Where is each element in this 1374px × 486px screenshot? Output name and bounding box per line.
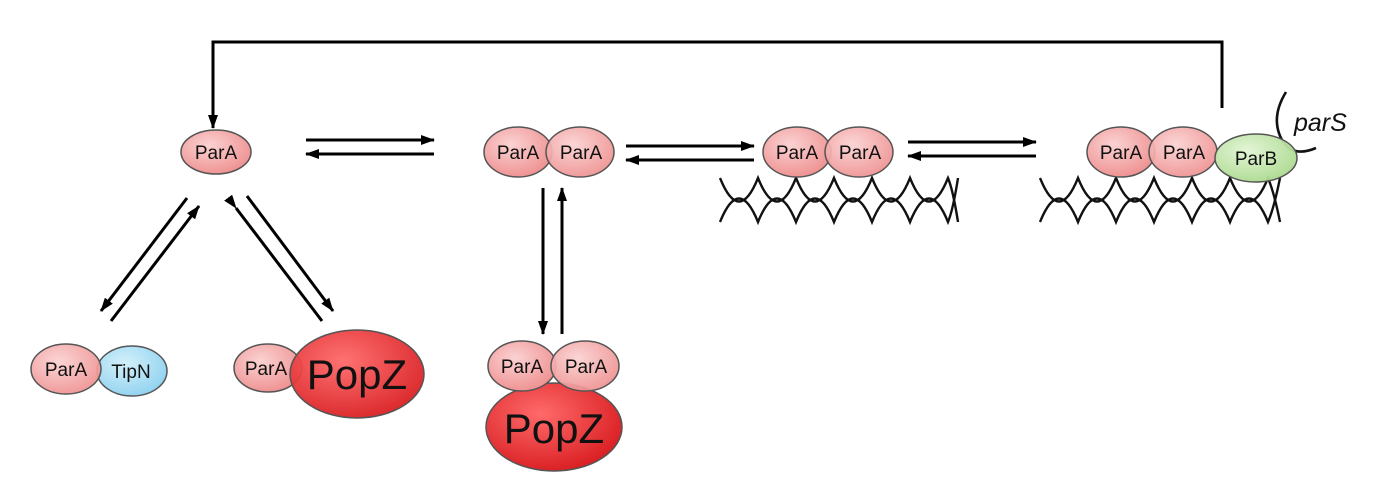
feedback-loop-arrow bbox=[208, 40, 1224, 129]
equilibrium-para-tipn bbox=[99, 197, 201, 322]
equilibrium-dna-parb bbox=[907, 137, 1037, 161]
para-label: ParA bbox=[1100, 143, 1143, 164]
para-label: ParA bbox=[1163, 143, 1206, 164]
para-label: ParA bbox=[839, 143, 882, 164]
dna-helix bbox=[718, 174, 960, 226]
para-popz-complex: ParA PopZ bbox=[233, 329, 425, 419]
para-label: ParA bbox=[560, 143, 603, 164]
para-parb-complex: ParA ParA ParB bbox=[1086, 126, 1298, 183]
pars-label: parS bbox=[1293, 109, 1347, 137]
para-tipn-complex: ParA TipN bbox=[30, 343, 168, 397]
para-label: ParA bbox=[245, 359, 288, 380]
para-label: ParA bbox=[776, 143, 819, 164]
para-dimer-on-dna: ParA ParA bbox=[762, 126, 894, 178]
popz-label: PopZ bbox=[307, 351, 407, 398]
para-dimer-popz-complex: ParA ParA PopZ bbox=[485, 340, 623, 472]
para-dimer: ParA ParA bbox=[483, 126, 615, 178]
equilibrium-monomer-dimer bbox=[305, 135, 435, 159]
tipn-label: TipN bbox=[111, 362, 150, 383]
equilibrium-dimer-popz bbox=[538, 187, 567, 335]
popz-label: PopZ bbox=[504, 405, 604, 452]
para-label: ParA bbox=[565, 357, 608, 378]
para-monomer: ParA bbox=[180, 129, 252, 175]
equilibrium-dimer-dna bbox=[625, 141, 755, 165]
para-label: ParA bbox=[195, 143, 238, 164]
equilibrium-para-popz bbox=[224, 194, 335, 322]
parb-label: ParB bbox=[1235, 149, 1277, 170]
dna-helix bbox=[1038, 174, 1282, 226]
para-label: ParA bbox=[45, 360, 88, 381]
para-label: ParA bbox=[497, 143, 540, 164]
para-label: ParA bbox=[501, 357, 544, 378]
